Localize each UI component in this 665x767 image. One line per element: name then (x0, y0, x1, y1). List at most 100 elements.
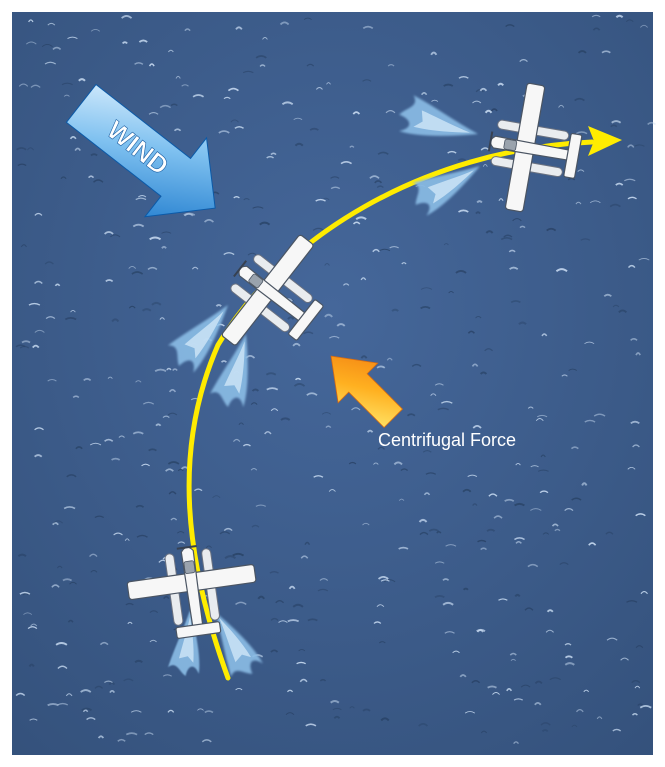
water-ripple (305, 723, 317, 727)
water-ripple (475, 315, 482, 319)
water-ripple (118, 435, 125, 438)
water-ripple (518, 321, 527, 325)
water-ripple (513, 741, 519, 744)
water-ripple (86, 717, 96, 721)
water-ripple (78, 78, 86, 82)
water-ripple (159, 317, 165, 320)
water-ripple (105, 279, 114, 283)
water-ripple (601, 50, 611, 54)
water-ripple (575, 131, 588, 135)
water-ripple (192, 94, 205, 98)
water-ripple (498, 198, 504, 202)
water-ripple (64, 316, 77, 321)
water-ripple (117, 738, 126, 742)
water-ripple (149, 236, 162, 241)
water-ripple (69, 136, 77, 140)
water-ripple (63, 94, 70, 97)
water-ripple (564, 655, 573, 659)
water-ripple (509, 652, 517, 656)
water-ripple (138, 39, 148, 43)
water-ripple (319, 578, 329, 581)
water-ripple (527, 563, 539, 568)
water-ripple (570, 446, 579, 450)
water-ripple (485, 230, 494, 234)
water-ripple (462, 587, 469, 591)
water-ripple (484, 348, 494, 352)
water-ripple (503, 234, 513, 238)
water-ripple (506, 688, 513, 692)
water-ripple (498, 598, 508, 601)
water-ripple (508, 249, 516, 253)
water-ripple (235, 601, 247, 606)
water-ripple (75, 446, 83, 450)
water-ripple (32, 344, 40, 349)
water-ripple (615, 14, 624, 19)
water-ripple (184, 28, 191, 32)
water-ripple (352, 221, 361, 225)
water-ripple (111, 318, 120, 323)
water-ripple (300, 555, 309, 559)
water-ripple (294, 377, 302, 381)
water-ripple (458, 75, 469, 79)
water-ripple (270, 649, 279, 653)
water-ripple (307, 618, 318, 622)
water-ripple (635, 645, 644, 649)
water-ripple (167, 709, 175, 713)
water-ripple (647, 121, 657, 126)
water-ripple (627, 144, 635, 148)
water-ripple (444, 631, 455, 634)
water-ripple (493, 515, 503, 519)
water-ripple (235, 688, 243, 691)
water-ripple (541, 333, 548, 337)
water-ripple (349, 145, 355, 148)
water-ripple (436, 531, 442, 534)
water-ripple (51, 584, 60, 588)
water-ripple (255, 504, 267, 507)
water-ripple (94, 685, 103, 689)
water-ripple (612, 728, 622, 732)
water-ripple (90, 29, 101, 32)
water-ripple (131, 271, 144, 275)
water-ripple (472, 503, 478, 506)
water-ripple (90, 570, 98, 573)
water-ripple (631, 680, 641, 684)
water-ripple (201, 739, 212, 743)
water-ripple (27, 626, 38, 630)
water-ripple (148, 111, 159, 115)
water-ripple (589, 200, 601, 204)
water-ripple (515, 541, 522, 544)
water-ripple (82, 709, 89, 713)
water-ripple (332, 707, 342, 711)
water-ripple (134, 659, 143, 664)
water-ripple (476, 200, 483, 204)
water-ripple (593, 413, 606, 417)
water-ripple (325, 425, 332, 429)
water-ripple (159, 104, 172, 109)
water-ripple (148, 448, 157, 452)
water-ripple (487, 685, 497, 689)
water-ripple (309, 127, 319, 131)
water-ripple (386, 357, 393, 361)
water-ripple (121, 15, 133, 19)
water-ripple (389, 245, 399, 249)
water-ripple (41, 44, 53, 47)
water-ripple (514, 502, 525, 507)
water-ripple (448, 290, 454, 294)
water-ripple (418, 518, 428, 523)
water-ripple (393, 461, 403, 466)
water-ripple (603, 293, 612, 297)
water-ripple (398, 546, 409, 550)
water-ripple (524, 607, 534, 611)
water-ripple (376, 365, 386, 369)
water-ripple (592, 27, 601, 31)
water-ripple (298, 649, 306, 652)
water-ripple (135, 504, 145, 508)
water-ripple (165, 468, 174, 472)
water-ripple (549, 677, 562, 681)
centrifugal-force-label: Centrifugal Force (378, 430, 517, 450)
water-ripple (627, 264, 636, 269)
water-ripple (342, 283, 350, 286)
water-ripple (630, 420, 640, 425)
water-ripple (151, 301, 162, 306)
water-ripple (26, 41, 37, 45)
